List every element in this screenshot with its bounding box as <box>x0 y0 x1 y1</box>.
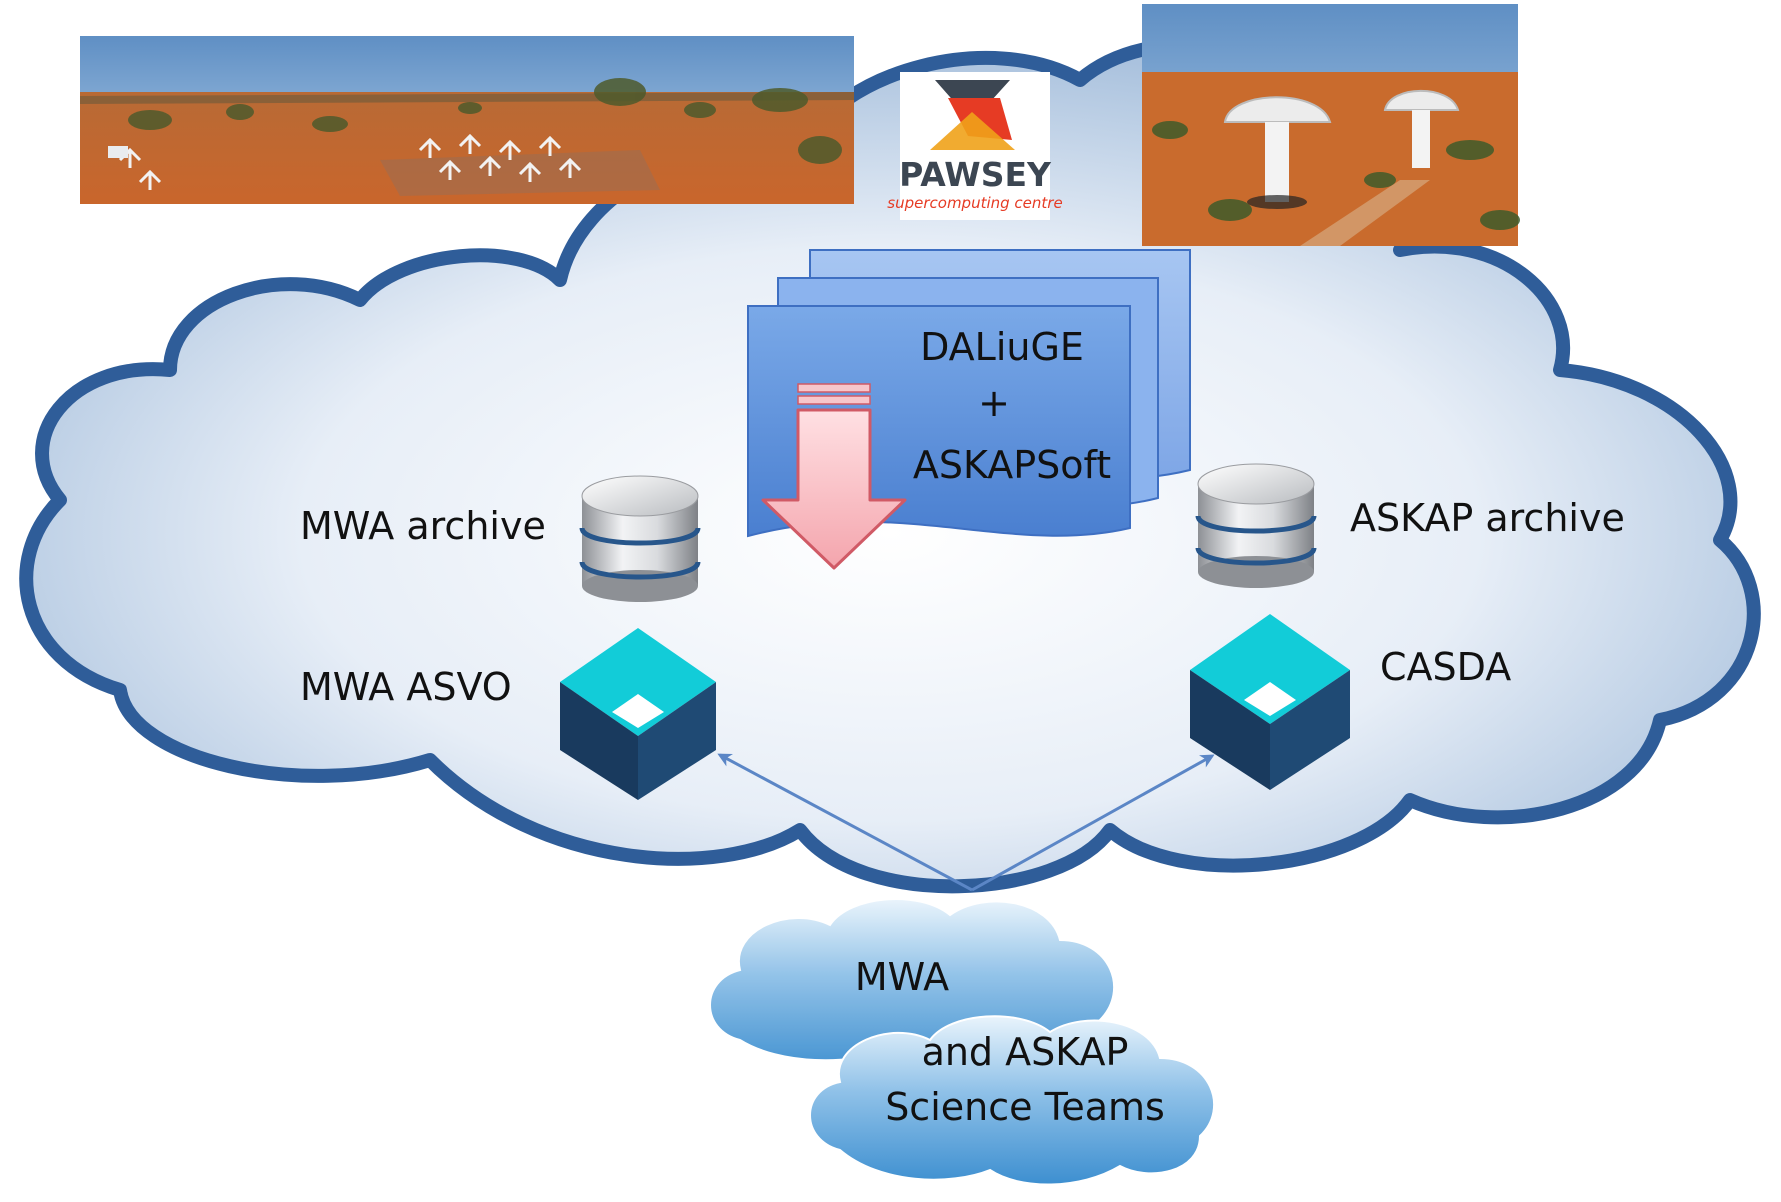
mwa-archive-label: MWA archive <box>300 504 546 548</box>
arrow-to-casda <box>971 754 1215 892</box>
pawsey-subtitle: supercomputing centre <box>887 194 1062 212</box>
mwa-asvo-cube-icon <box>560 628 716 800</box>
down-arrow-icon <box>761 383 907 570</box>
teams-line-2: and ASKAP <box>922 1030 1129 1074</box>
pipeline-line-3: ASKAPSoft <box>913 443 1111 487</box>
science-teams-cloud <box>709 898 1216 1186</box>
pawsey-logo: PAWSEY supercomputing centre <box>887 72 1063 220</box>
mwa-telescope-photo <box>80 36 854 204</box>
casda-cube-icon <box>1190 614 1350 790</box>
pipeline-document-stack <box>747 249 1191 538</box>
pawsey-name: PAWSEY <box>899 155 1052 194</box>
askap-archive-database-icon <box>1195 463 1317 588</box>
pipeline-line-1: DALiuGE <box>920 325 1084 369</box>
mwa-archive-database-icon <box>579 475 701 602</box>
pawsey-mark-icon <box>930 80 1015 150</box>
arrow-to-mwa-asvo <box>717 753 973 892</box>
teams-line-3: Science Teams <box>885 1085 1165 1129</box>
mwa-asvo-label: MWA ASVO <box>300 665 512 709</box>
askap-dish-photo <box>1142 4 1520 246</box>
casda-label: CASDA <box>1380 645 1511 689</box>
askap-archive-label: ASKAP archive <box>1350 496 1625 540</box>
pipeline-line-2: + <box>978 381 1010 425</box>
teams-line-1: MWA <box>855 955 949 999</box>
connector-arrows <box>717 753 1215 892</box>
